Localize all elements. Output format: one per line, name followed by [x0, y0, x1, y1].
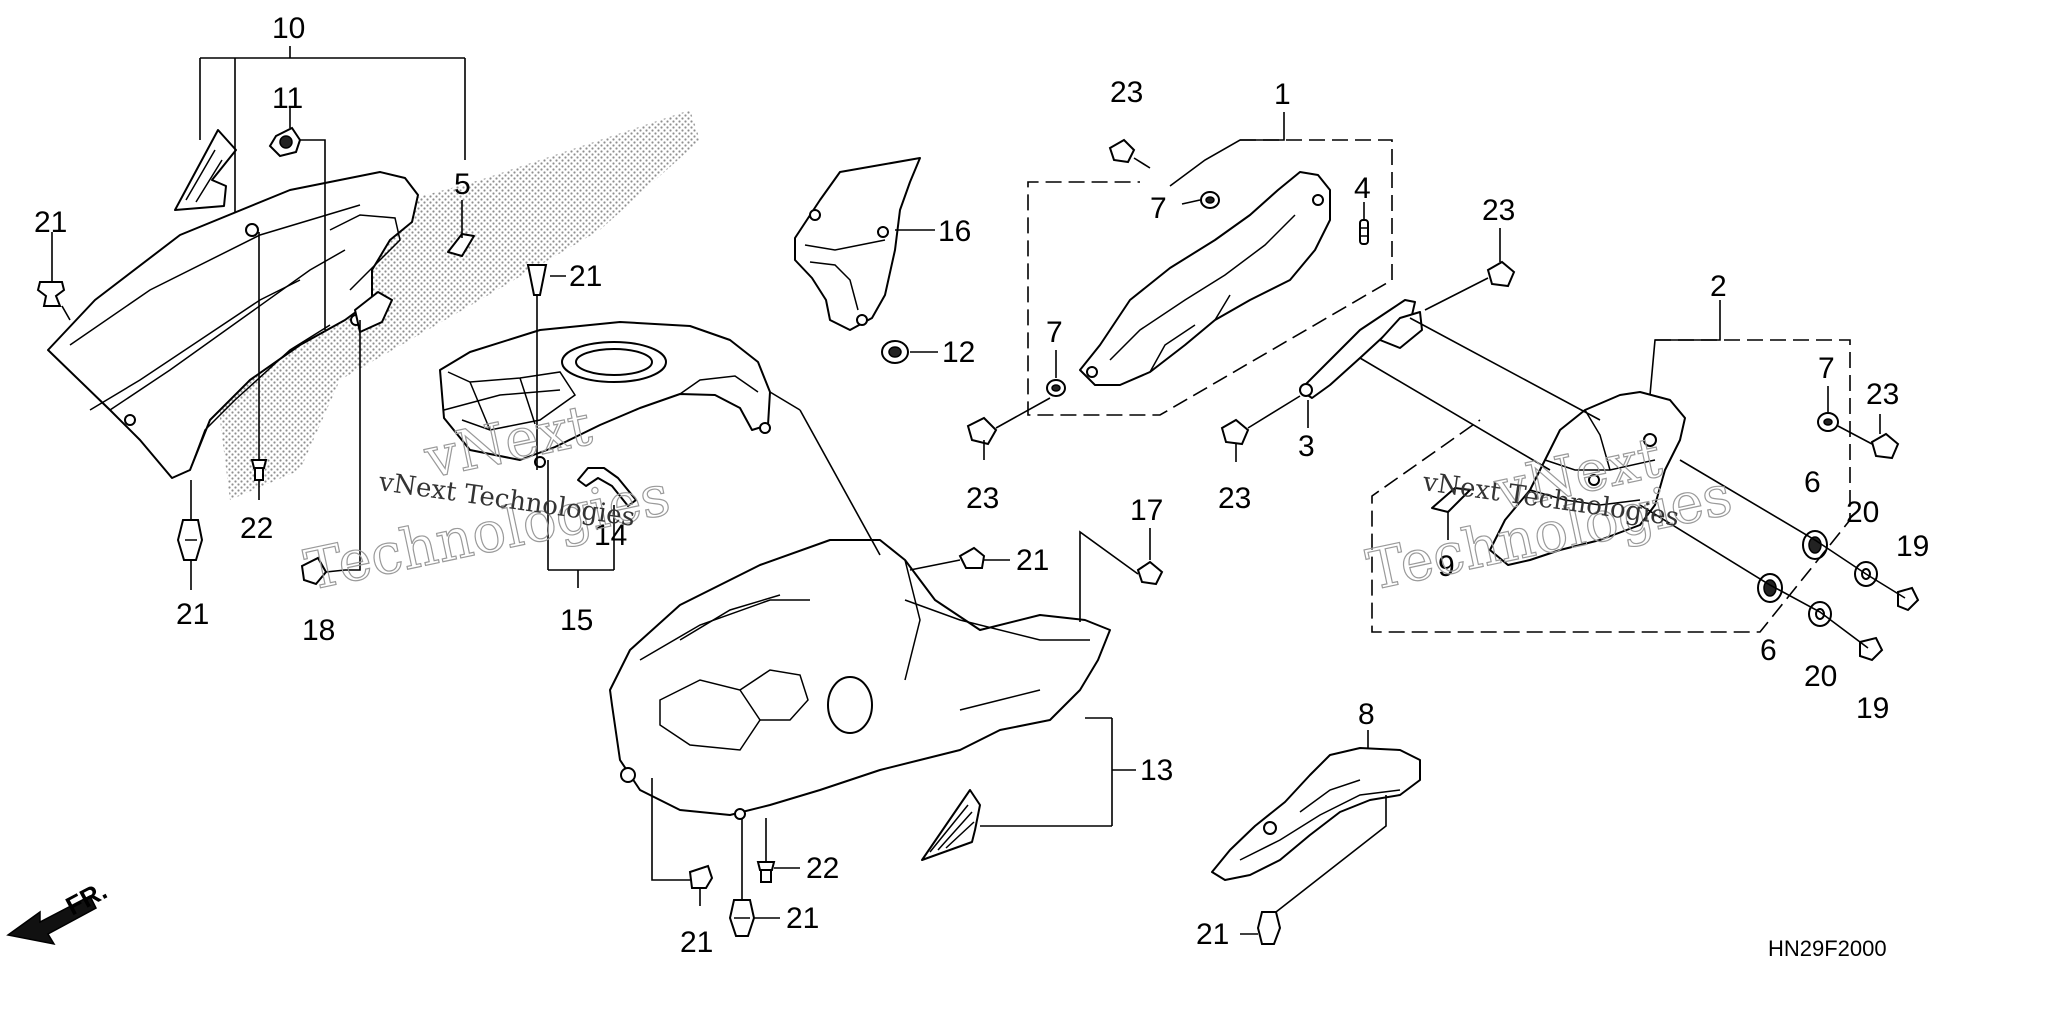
callout-22-b: 22 [806, 852, 839, 885]
callouts: 10 11 5 21 21 22 21 18 14 15 16 12 23 1 … [34, 12, 1929, 959]
callout-7-b: 7 [1046, 316, 1063, 349]
part-13-center-cover [609, 539, 1111, 820]
part-22-screw-b [756, 861, 776, 883]
callout-21-a: 21 [34, 206, 67, 239]
callout-3: 3 [1298, 430, 1315, 463]
part-23-bolt-e [1870, 432, 1900, 460]
part-15-tank-cover [439, 321, 771, 468]
part-21-clip-c [526, 264, 548, 296]
part-23-bolt-a [1108, 138, 1151, 169]
front-arrow-icon: FR. [6, 875, 112, 946]
drawing-code: HN29F2000 [1768, 936, 1887, 961]
callout-21-f: 21 [786, 902, 819, 935]
leader-lines [51, 46, 1906, 935]
callout-7-c: 7 [1818, 352, 1835, 385]
callout-13: 13 [1140, 754, 1173, 787]
callout-12: 12 [942, 336, 975, 369]
part-4-pin [1359, 219, 1369, 245]
part-20-washer-b [1808, 601, 1832, 627]
part-18-bolt [300, 556, 346, 586]
part-16-cover [794, 157, 921, 331]
callout-16: 16 [938, 215, 971, 248]
callout-6-a: 6 [1804, 466, 1821, 499]
callout-20-b: 20 [1804, 660, 1837, 693]
callout-9: 9 [1438, 550, 1455, 583]
part-21-clip-e [688, 864, 714, 889]
part-6-grommet-b [1757, 573, 1783, 603]
part-21-clip-b [176, 519, 204, 561]
watermark-stipple [220, 110, 700, 500]
part-7-collar-a [1200, 191, 1220, 209]
part-5-decal [447, 233, 475, 257]
callout-20-a: 20 [1846, 496, 1879, 529]
part-21-clip-f [728, 899, 756, 937]
callout-10: 10 [272, 12, 305, 45]
callout-5: 5 [454, 168, 471, 201]
callout-4: 4 [1354, 172, 1371, 205]
part-1-bracket [1079, 171, 1331, 386]
part-21-clip-a [36, 281, 66, 307]
callout-21-e: 21 [680, 926, 713, 959]
callout-23-a: 23 [1110, 76, 1143, 109]
callout-18: 18 [302, 614, 335, 647]
part-23-bolt-d [1486, 260, 1516, 288]
callout-11: 11 [272, 82, 303, 115]
callout-23-e: 23 [1866, 378, 1899, 411]
callout-2: 2 [1710, 270, 1727, 303]
part-6-grommet-a [1802, 530, 1828, 560]
callout-8: 8 [1358, 698, 1375, 731]
callout-21-g: 21 [1196, 918, 1229, 951]
callout-15: 15 [560, 604, 593, 637]
part-11-nut [268, 126, 302, 158]
part-8-guard [1211, 747, 1421, 881]
callout-23-c: 23 [966, 482, 999, 515]
callout-19-a: 19 [1896, 530, 1929, 563]
part-14-clip [577, 467, 637, 507]
part-7-collar-c [1817, 412, 1839, 432]
callout-14: 14 [594, 519, 627, 552]
part-10-decal [174, 129, 237, 211]
part-21-clip-g [1256, 911, 1282, 945]
callout-21-c: 21 [176, 598, 209, 631]
callout-23-d: 23 [1218, 482, 1251, 515]
part-3-stay [1299, 299, 1423, 399]
part-17-bolt [1136, 560, 1164, 586]
part-13-decal [921, 789, 981, 861]
part-23-bolt-c [1220, 418, 1250, 446]
callout-1: 1 [1274, 78, 1291, 111]
part-22-screw-a [250, 459, 268, 481]
callout-17: 17 [1130, 494, 1163, 527]
part-7-collar-b [1046, 379, 1066, 397]
callout-19-b: 19 [1856, 692, 1889, 725]
part-19-bolt-b [1859, 636, 1884, 662]
part-2-right-cover [1489, 391, 1686, 566]
callout-21-d: 21 [1016, 544, 1049, 577]
part-19-bolt-a [1897, 586, 1920, 612]
part-12-nut [881, 340, 909, 364]
part-21-clip-d [958, 546, 986, 569]
callout-7-a: 7 [1150, 192, 1167, 225]
callout-6-b: 6 [1760, 634, 1777, 667]
callout-21-b: 21 [569, 260, 602, 293]
part-23-bolt-b [966, 416, 998, 446]
callout-23-b: 23 [1482, 194, 1515, 227]
part-9-pad [1431, 487, 1471, 513]
callout-22-a: 22 [240, 512, 273, 545]
